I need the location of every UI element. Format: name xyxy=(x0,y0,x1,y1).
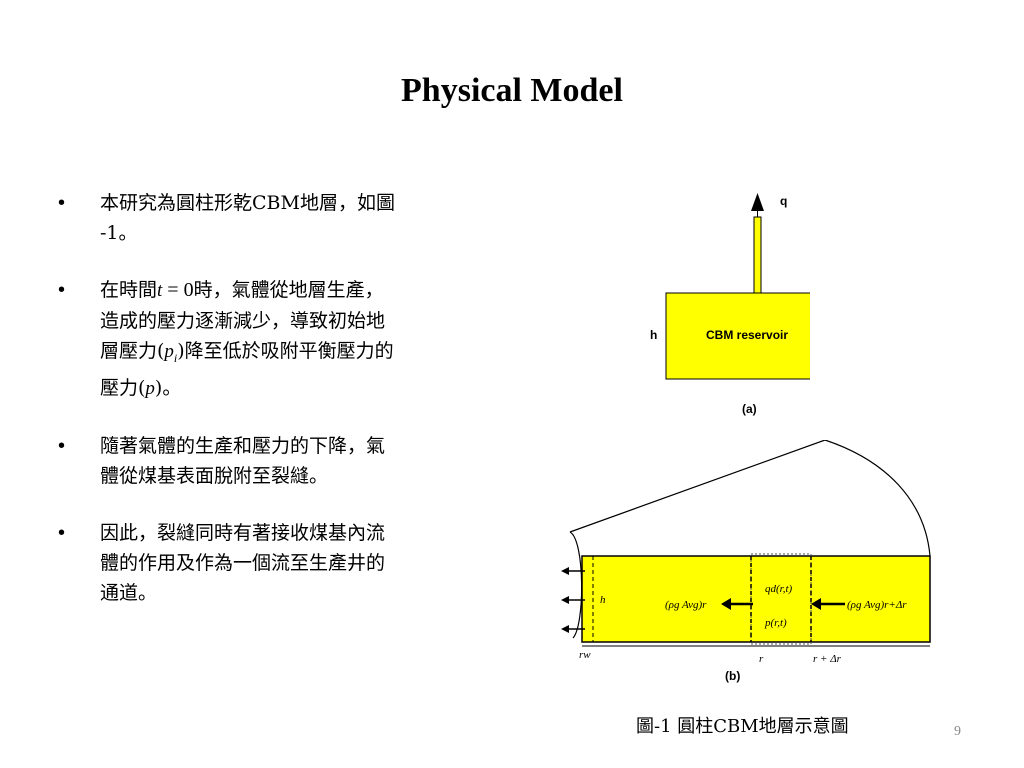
bullet-line: 在時間t = 0時，氣體從地層生產， xyxy=(100,275,508,306)
equation-text: = 0 xyxy=(162,279,194,301)
production-pipe xyxy=(753,216,762,294)
panel-label-b: (b) xyxy=(725,669,740,683)
pressure-subscript: i xyxy=(173,350,178,365)
text-run: 時，氣體從地層生產， xyxy=(193,279,384,301)
bullet-line: -1。 xyxy=(100,222,138,244)
text-run: )降至低於吸附平衡壓力的 xyxy=(177,340,394,362)
outflow-arrow-icon xyxy=(561,625,585,633)
flux-left-arrow-icon xyxy=(721,598,753,610)
flow-up-arrow-icon xyxy=(751,193,764,211)
height-label: h xyxy=(600,594,606,606)
outflow-arrow-icon xyxy=(561,567,585,575)
bullet-line: 因此，裂縫同時有著接收煤基內流 xyxy=(100,521,386,544)
right-flux-label: (ρg Avg)r+Δr xyxy=(847,599,907,611)
bullet-line: 造成的壓力逐漸減少，導致初始地 xyxy=(100,310,386,332)
slide-number: 9 xyxy=(954,724,961,739)
reservoir-label: CBM reservoir xyxy=(706,328,788,342)
r-label: r xyxy=(759,653,764,665)
r-plus-dr-label: r + Δr xyxy=(813,653,842,665)
rw-label: rw xyxy=(579,649,591,661)
left-flux-label: (ρg Avg)r xyxy=(665,599,707,611)
bullet-line: 體從煤基表面脫附至裂縫。 xyxy=(100,464,329,487)
source-term-label: qd(r,t) xyxy=(765,583,793,595)
bullet-line: 壓力(p)。 xyxy=(100,373,508,404)
slide-title: Physical Model xyxy=(401,72,623,109)
bullet-item: • 因此，裂縫同時有著接收煤基內流 體的作用及作為一個流至生產井的 通道。 xyxy=(58,518,508,608)
bullet-item: • 隨著氣體的生產和壓力的下降，氣 體從煤基表面脫附至裂縫。 xyxy=(58,431,508,491)
panel-label-a: (a) xyxy=(742,402,757,416)
text-run: 層壓力( xyxy=(100,340,165,362)
time-variable: t xyxy=(157,280,163,301)
bullet-line: 本研究為圓柱形乾CBM地層，如圖 xyxy=(100,192,395,214)
bullet-dot-icon: • xyxy=(58,521,66,544)
flux-right-arrow-icon xyxy=(811,598,845,610)
bullet-dot-icon: • xyxy=(58,279,66,301)
bullet-list: • 本研究為圓柱形乾CBM地層，如圖 -1。 • 在時間t = 0時，氣體從地層… xyxy=(58,188,508,635)
text-run: 在時間 xyxy=(100,279,158,301)
bullet-line: 隨著氣體的生產和壓力的下降，氣 xyxy=(100,434,386,457)
figure-caption: 圖-1 圓柱CBM地層示意圖 xyxy=(636,716,849,737)
wellbore-edge xyxy=(569,531,583,639)
figure-b: h (ρg Avg)r (ρg Avg)r+Δr qd(r,t) p(r,t) … xyxy=(561,440,931,683)
text-run: )。 xyxy=(154,376,182,399)
pressure-label: p(r,t) xyxy=(764,617,787,629)
bullet-line: 體的作用及作為一個流至生產井的 xyxy=(100,551,386,574)
cylinder-outline xyxy=(569,440,931,557)
flow-label: q xyxy=(780,194,787,208)
bullet-item: • 在時間t = 0時，氣體從地層生產， 造成的壓力逐漸減少，導致初始地 層壓力… xyxy=(58,275,508,404)
bullet-item: • 本研究為圓柱形乾CBM地層，如圖 -1。 xyxy=(58,188,508,248)
figure-a: q h CBM reservoir (a) xyxy=(650,193,810,416)
bullet-line: 層壓力(pi)降至低於吸附平衡壓力的 xyxy=(100,336,508,373)
height-label: h xyxy=(650,328,657,342)
bullet-dot-icon: • xyxy=(58,434,66,457)
pressure-variable: p xyxy=(164,341,174,362)
outflow-arrow-icon xyxy=(561,596,585,604)
reservoir-slab xyxy=(581,555,931,643)
bullet-dot-icon: • xyxy=(58,192,66,214)
reservoir-block xyxy=(665,292,810,380)
pressure-variable: p xyxy=(145,377,155,399)
text-run: 壓力( xyxy=(100,376,146,399)
bullet-line: 通道。 xyxy=(100,581,158,604)
